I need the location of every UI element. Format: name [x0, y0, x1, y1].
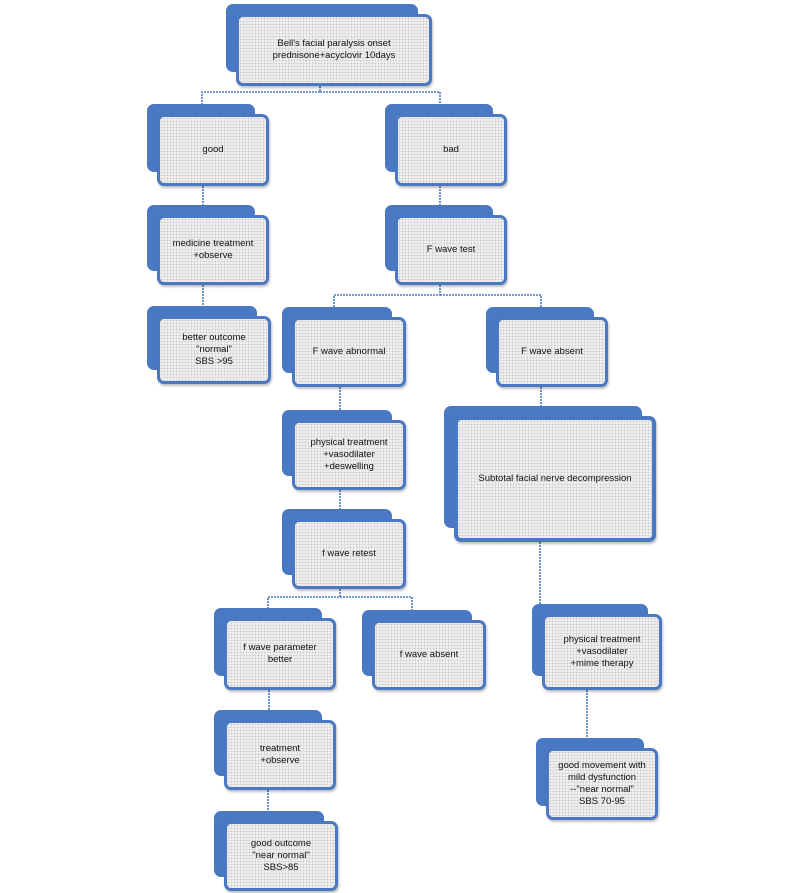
- node-physical-treatment-1: physical treatment+vasodilater+deswellin…: [282, 410, 406, 490]
- connector-fwave-test-absent: [440, 294, 542, 307]
- connector-retest-param-better: [267, 589, 341, 608]
- node-better-outcome-label: better outcome"normal"SBS >95: [157, 316, 271, 384]
- node-bad: bad: [385, 104, 507, 186]
- connector-retest-absent: [340, 596, 413, 610]
- node-text-line: treatment: [259, 743, 301, 754]
- node-physical-treatment-1-label: physical treatment+vasodilater+deswellin…: [292, 420, 406, 490]
- node-text-line: f wave absent: [399, 649, 459, 660]
- node-text-line: bad: [443, 144, 459, 155]
- node-treatment-observe-label: treatment+observe: [224, 720, 336, 790]
- node-text-line: +observe: [260, 755, 300, 766]
- node-text-line: +deswelling: [324, 461, 374, 472]
- node-text-line: "near normal": [252, 850, 310, 861]
- node-good: good: [147, 104, 269, 186]
- node-text-line: SBS >95: [195, 356, 233, 367]
- node-text-line: SBS>85: [263, 862, 299, 873]
- node-text-line: medicine treatment: [172, 238, 254, 249]
- node-fwave-retest-label: f wave retest: [292, 519, 406, 589]
- node-decompression-label: Subtotal facial nerve decompression: [454, 416, 656, 542]
- node-text-line: F wave abnormal: [312, 346, 386, 357]
- node-fwave-absent-1-label: F wave absent: [496, 317, 608, 387]
- node-medicine-treatment-label: medicine treatment+observe: [157, 215, 269, 285]
- node-medicine-treatment: medicine treatment+observe: [147, 205, 269, 285]
- node-text-line: f wave retest: [322, 548, 376, 559]
- node-fwave-absent-2: f wave absent: [362, 610, 486, 690]
- node-text-line: --"near normal": [570, 784, 634, 795]
- connector-onset-good: [201, 86, 321, 104]
- connector-onset-bad: [320, 91, 441, 104]
- node-fwave-absent-1: F wave absent: [486, 307, 608, 387]
- node-fwave-absent-2-label: f wave absent: [372, 620, 486, 690]
- node-text-line: +observe: [193, 250, 233, 261]
- node-fwave-retest: f wave retest: [282, 509, 406, 589]
- node-fwave-test-label: F wave test: [395, 215, 507, 285]
- node-text-line: physical treatment: [310, 437, 388, 448]
- node-good-outcome: good outcome"near normal"SBS>85: [214, 811, 338, 891]
- node-good-outcome-label: good outcome"near normal"SBS>85: [224, 821, 338, 891]
- node-fwave-test: F wave test: [385, 205, 507, 285]
- node-text-line: "normal": [196, 344, 232, 355]
- node-decompression: Subtotal facial nerve decompression: [444, 406, 656, 542]
- node-text-line: better outcome: [182, 332, 246, 343]
- node-treatment-observe: treatment+observe: [214, 710, 336, 790]
- node-better-outcome: better outcome"normal"SBS >95: [147, 306, 271, 384]
- node-good-label: good: [157, 114, 269, 186]
- node-text-line: mild dysfunction: [567, 772, 637, 783]
- node-fwave-abnormal-label: F wave abnormal: [292, 317, 406, 387]
- node-text-line: SBS 70-95: [579, 796, 625, 807]
- node-text-line: good outcome: [250, 838, 312, 849]
- node-physical-treatment-2-label: physical treatment+vasodilater+mime ther…: [542, 614, 662, 690]
- node-physical-treatment-2: physical treatment+vasodilater+mime ther…: [532, 604, 662, 690]
- node-text-line: better: [267, 654, 293, 665]
- node-text-line: +vasodilater: [323, 449, 375, 460]
- node-text-line: Bell's facial paralysis onset: [277, 38, 391, 49]
- node-fwave-abnormal: F wave abnormal: [282, 307, 406, 387]
- node-text-line: f wave parameter: [243, 642, 317, 653]
- node-text-line: F wave test: [426, 244, 476, 255]
- node-text-line: good: [202, 144, 224, 155]
- node-text-line: +mime therapy: [570, 658, 634, 669]
- node-text-line: F wave absent: [521, 346, 583, 357]
- node-text-line: physical treatment: [563, 634, 641, 645]
- node-text-line: Subtotal facial nerve decompression: [478, 473, 632, 484]
- node-text-line: prednisone+acyclovir 10days: [272, 50, 396, 61]
- node-text-line: +vasodilater: [576, 646, 628, 657]
- node-bad-label: bad: [395, 114, 507, 186]
- connector-fwave-test-abnormal: [333, 285, 441, 307]
- node-text-line: good movement with: [558, 760, 646, 771]
